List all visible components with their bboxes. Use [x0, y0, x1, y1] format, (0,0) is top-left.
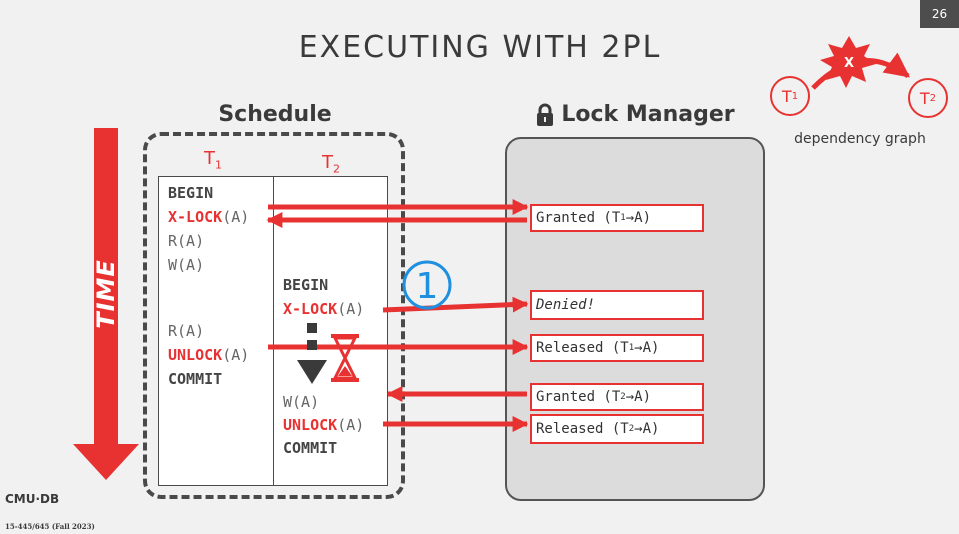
lock-icon [537, 103, 554, 126]
column-divider [273, 176, 274, 486]
step-annotation-number: 1 [416, 266, 439, 307]
hourglass-icon [331, 334, 359, 382]
t2-op-write: W(A) [283, 393, 320, 411]
conflict-mark: X [844, 56, 854, 71]
lock-manager-label-text: Lock Manager [561, 102, 735, 127]
t1-op-read-2: R(A) [168, 322, 205, 340]
wait-arrow-head [297, 360, 327, 384]
t1-op-commit: COMMIT [168, 370, 223, 388]
wait-dash-1 [307, 323, 317, 333]
time-arrow-shaft [94, 128, 118, 446]
t2-op-xlock: X-LOCK(A) [283, 300, 365, 318]
t2-column-header: T2 [322, 152, 340, 176]
t1-column-header: T1 [204, 148, 222, 172]
t1-op-begin: BEGIN [168, 184, 214, 202]
dependency-graph-caption: dependency graph [794, 131, 926, 147]
slide-number: 26 [920, 0, 959, 28]
arrow-t2-xlock-request [382, 296, 529, 313]
schedule-label: Schedule [218, 102, 332, 127]
t2-op-commit: COMMIT [283, 439, 338, 457]
t2-op-unlock: UNLOCK(A) [283, 416, 365, 434]
cmu-db-logo: CMU·DB [5, 492, 60, 506]
t1-op-read: R(A) [168, 232, 205, 250]
t2-op-begin: BEGIN [283, 276, 329, 294]
wait-dash-2 [307, 340, 317, 350]
lock-manager-label: Lock Manager [525, 102, 745, 127]
t1-op-unlock: UNLOCK(A) [168, 346, 250, 364]
slide-title: EXECUTING WITH 2PL [298, 30, 662, 65]
t1-op-write: W(A) [168, 256, 205, 274]
step-annotation-circle [402, 260, 452, 310]
conflict-burst-icon [820, 36, 876, 88]
time-arrow-head [73, 444, 139, 480]
schedule-frame [143, 132, 405, 499]
course-label: 15-445/645 (Fall 2023) [5, 522, 95, 531]
t1-op-xlock: X-LOCK(A) [168, 208, 250, 226]
response-denied: Denied! [530, 290, 704, 320]
